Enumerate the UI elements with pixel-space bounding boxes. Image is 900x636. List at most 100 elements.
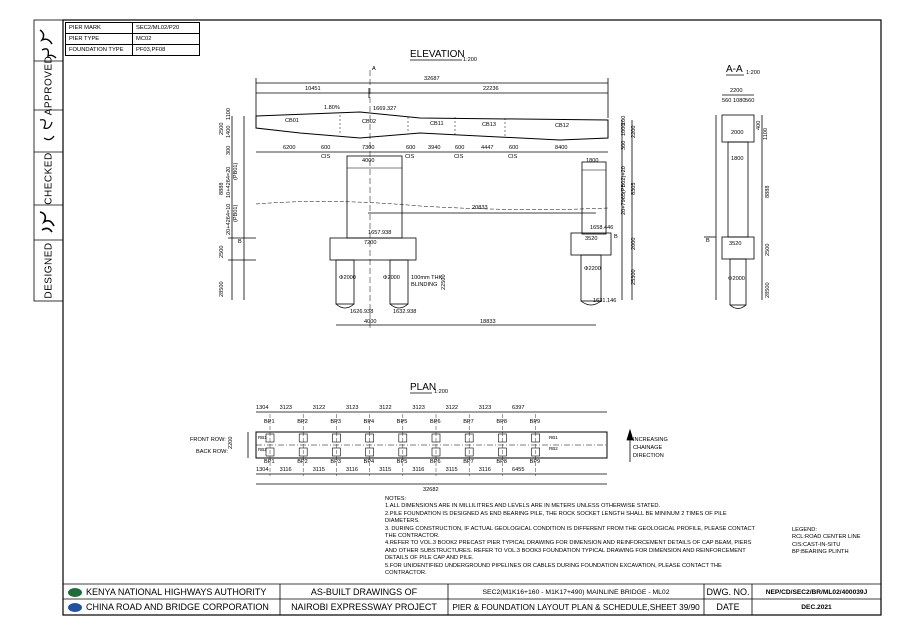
- left-dim: (PB01): [233, 204, 239, 222]
- cis-label: CIS: [454, 154, 464, 160]
- aa-sub-dim: 1080: [733, 98, 746, 104]
- level-pc-right: 1658.446: [590, 225, 614, 231]
- pile-offset: 18833: [480, 319, 496, 325]
- plan-dim-top: 3123: [478, 405, 492, 411]
- bp-label-top: BP4: [363, 419, 375, 425]
- pile-dia-label: Φ2000: [339, 275, 356, 281]
- plan-dim-top: 3122: [379, 405, 392, 411]
- left-dim: (PB01): [233, 162, 239, 180]
- aa-sub-dim: 560: [745, 98, 755, 104]
- right-dim: 1000: [621, 123, 627, 136]
- left-dim: 2500: [219, 122, 225, 135]
- right-dim: 8305: [631, 182, 637, 195]
- aa-col-w: 2000: [731, 130, 744, 136]
- plan-dim-top: 3122: [445, 405, 459, 411]
- plan-scale: 1:200: [434, 389, 448, 395]
- note-item: 3. DURING CONSTRUCTION, IF ACTUAL GEOLOG…: [385, 525, 755, 540]
- pile-spacing: 4000: [364, 319, 377, 325]
- chainage-label: DIRECTION: [633, 453, 664, 459]
- cb-label: CB12: [555, 123, 569, 129]
- checked-label: CHECKED: [43, 152, 55, 205]
- pc-width-right: 3520: [585, 236, 598, 242]
- left-dim: 20+4264=10: [226, 203, 232, 235]
- b-mark: B: [238, 239, 242, 245]
- info-value: PF03,PF08: [132, 44, 200, 56]
- plan-dim-top: 3122: [312, 405, 326, 411]
- note-item: 4.REFER TO VOL.3 BOOK2 PRECAST PIER TYPI…: [385, 540, 752, 562]
- bp-label-bottom: BP3: [330, 459, 341, 465]
- plan-dim-bottom: 3116: [478, 467, 491, 473]
- org-kenha: KENYA NATIONAL HIGHWAYS AUTHORITY: [68, 585, 266, 599]
- b-mark: B: [614, 234, 618, 240]
- info-value: SEC2/ML02/P20: [132, 22, 200, 34]
- beam-dim: 6200: [283, 145, 296, 151]
- blinding-note: 100mm THK. BLINDING: [411, 275, 444, 288]
- info-label: PIER MARK: [65, 22, 133, 34]
- legend-block: LEGEND: RCL:ROAD CENTER LINE CIS:CAST-IN…: [792, 527, 861, 557]
- right-dim: 20+7965(PB02)+20: [621, 166, 627, 215]
- note-item: 1.ALL DIMENSIONS ARE IN MILLILITRES AND …: [385, 503, 661, 510]
- right-dim: 300: [621, 140, 627, 150]
- bp-label-bottom: BP2: [297, 459, 308, 465]
- left-dim: 300: [226, 145, 232, 155]
- aa-side-dim: 1100: [763, 127, 769, 140]
- cb-label: CB13: [482, 122, 496, 128]
- date-value: DEC.2021: [801, 603, 832, 611]
- dim-right-width: 22236: [483, 86, 499, 92]
- plan-dim-bottom: 3115: [445, 467, 458, 473]
- bp-label-bottom: BP5: [396, 459, 408, 465]
- bp-label-bottom: BP6: [430, 459, 441, 465]
- plan-dim-bottom: 3115: [379, 467, 392, 473]
- note-item: 2.PILE FOUNDATION IS DESIGNED AS END BEA…: [385, 510, 727, 525]
- bp-label-top: BP2: [297, 419, 308, 425]
- plan-dim-bottom: 3115: [312, 467, 325, 473]
- crbc-logo-icon: [68, 602, 82, 612]
- aa-height: 8888: [765, 185, 771, 198]
- legend-item: BP:BEARING PLINTH: [792, 549, 849, 556]
- pile-dia-label: Φ2000: [383, 275, 400, 281]
- aa-top-width: 2200: [730, 88, 743, 94]
- left-dim: 1100: [226, 107, 232, 120]
- left-dim: 8888: [219, 182, 225, 195]
- bp-label-bottom: BP1: [264, 459, 275, 465]
- kenha-logo-icon: [68, 587, 82, 597]
- section-aa-title: A-A: [726, 64, 743, 75]
- right-dim: 25300: [631, 269, 637, 285]
- right-dim: 2000: [631, 237, 637, 250]
- rb-label: RB2: [549, 446, 558, 451]
- info-label: FOUNDATION TYPE: [65, 44, 133, 56]
- date-label: DATE: [716, 602, 740, 612]
- section-line: SEC2(M1K16+160 - M1K17+490) MAINLINE BRI…: [482, 588, 670, 596]
- project-line-2: NAIROBI EXPRESSWAY PROJECT: [291, 602, 437, 612]
- section-mark-a: A: [372, 66, 376, 72]
- level-toe: 1626.938: [350, 309, 374, 315]
- bp-label-top: BP7: [463, 419, 474, 425]
- dim-total-width: 32687: [424, 76, 440, 82]
- back-row-label: BACK ROW:: [196, 449, 228, 455]
- elevation-title: ELEVATION: [410, 49, 465, 60]
- notes-heading: NOTES:: [385, 496, 407, 502]
- approved-label: APPROVED: [43, 55, 55, 116]
- beam-dim: 600: [455, 145, 465, 151]
- right-dim: 2200: [631, 125, 637, 138]
- aa-pc-w: 3520: [729, 241, 742, 247]
- plan-dim-top: 3123: [412, 405, 425, 411]
- legend-heading: LEGEND:: [792, 527, 817, 533]
- aa-sub-dim: 560: [722, 98, 732, 104]
- bp-label-top: BP8: [496, 419, 507, 425]
- beam-dim: 4447: [481, 145, 494, 151]
- slope-label: 1.80%: [324, 105, 340, 111]
- designed-label: DESIGNED: [43, 242, 55, 299]
- plan-dim-top: 6397: [512, 405, 525, 411]
- beam-dim: 7300: [362, 145, 375, 151]
- left-dim: 2500: [219, 245, 225, 258]
- bp-label-bottom: BP4: [363, 459, 375, 465]
- beam-dim: 8400: [555, 145, 568, 151]
- pile-dia-right: Φ2200: [584, 266, 601, 272]
- cb-label: CB11: [430, 121, 444, 127]
